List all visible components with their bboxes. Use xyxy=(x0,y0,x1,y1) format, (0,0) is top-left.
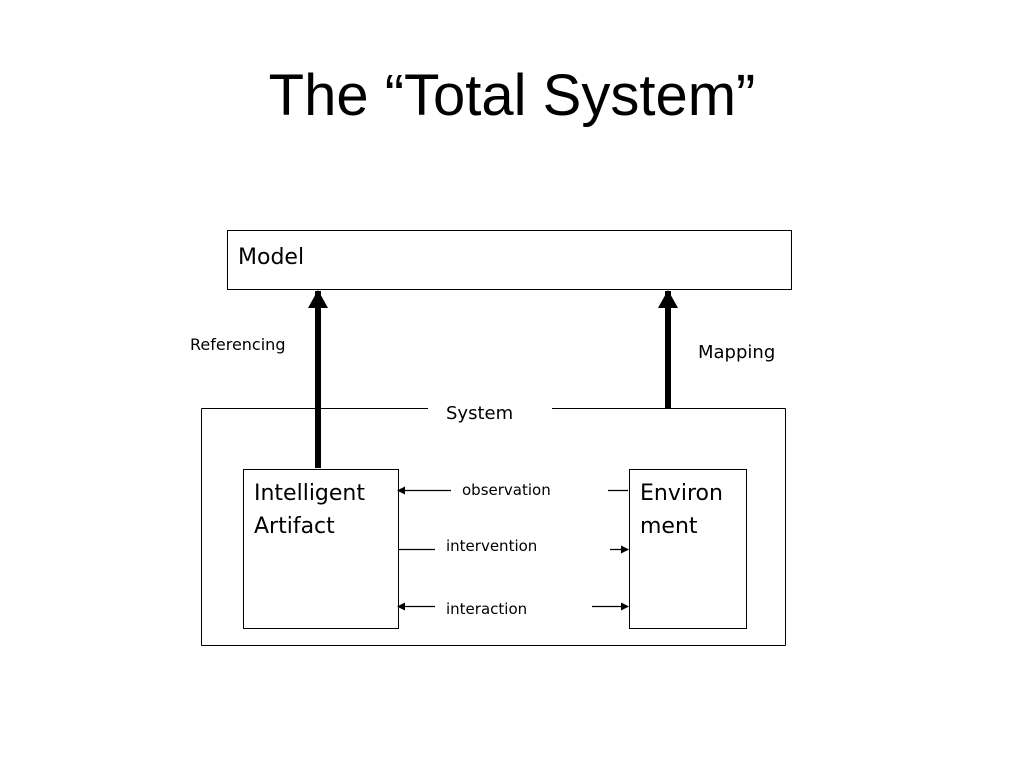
slide-title: The “Total System” xyxy=(268,63,756,128)
system-box xyxy=(201,408,786,646)
mapping-label: Mapping xyxy=(698,342,776,363)
interaction-label: interaction xyxy=(446,600,528,618)
intervention-label: intervention xyxy=(446,537,538,555)
environment-label-line1: Environ xyxy=(640,481,723,506)
system-label: System xyxy=(446,403,514,424)
model-label: Model xyxy=(238,245,305,270)
artifact-label-line1: Intelligent xyxy=(254,481,365,506)
intelligent-artifact-box xyxy=(243,469,399,629)
environment-label: Environ ment xyxy=(640,477,723,543)
referencing-label: Referencing xyxy=(190,335,286,354)
observation-label: observation xyxy=(462,481,551,499)
environment-label-line2: ment xyxy=(640,514,698,539)
model-box xyxy=(227,230,792,290)
environment-box xyxy=(629,469,747,629)
intelligent-artifact-label: Intelligent Artifact xyxy=(254,477,365,543)
artifact-label-line2: Artifact xyxy=(254,514,335,539)
